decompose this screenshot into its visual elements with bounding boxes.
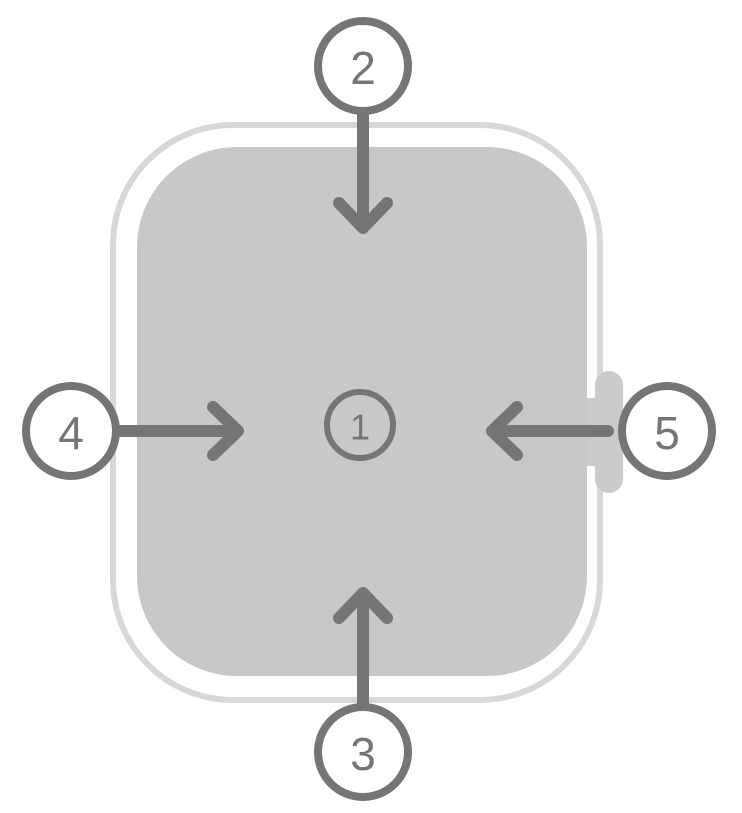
callout-circle [314, 17, 412, 115]
arrow-down-2 [333, 105, 393, 234]
callout-label: 2 [350, 42, 376, 94]
arrow-head [333, 197, 393, 234]
callout-4[interactable]: 4 [22, 382, 120, 480]
callout-circle [324, 389, 396, 461]
callout-5[interactable]: 5 [618, 382, 716, 480]
arrow-head [486, 401, 523, 461]
arrow-head [207, 401, 244, 461]
callout-label: 4 [58, 407, 84, 459]
callout-1[interactable]: 1 [324, 389, 396, 461]
callout-label: 5 [654, 407, 680, 459]
callout-circle [314, 703, 412, 801]
arrow-up-3 [333, 587, 393, 713]
callout-3[interactable]: 3 [314, 703, 412, 801]
arrow-right-4 [110, 401, 244, 461]
callout-2[interactable]: 2 [314, 17, 412, 115]
arrow-head [333, 587, 393, 624]
callout-label: 1 [350, 407, 370, 448]
device-group [110, 122, 623, 703]
arrow-left-5 [486, 401, 614, 461]
callout-label: 3 [350, 728, 376, 780]
watch-display-body [137, 147, 587, 676]
callout-circle [22, 382, 120, 480]
arrows-group [110, 105, 614, 713]
callout-circle [618, 382, 716, 480]
